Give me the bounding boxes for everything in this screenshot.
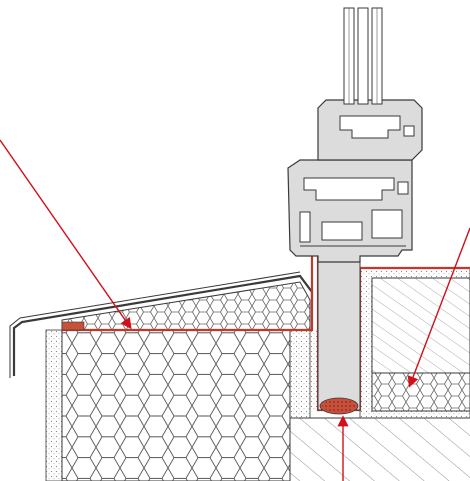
foam-backer-rod (319, 397, 359, 415)
masonry-block (289, 417, 470, 481)
insulation-dotted-right (359, 267, 470, 419)
arrow-to-membrane (0, 139, 132, 330)
insulation-right-lower (371, 372, 470, 412)
window-frame-profile (287, 99, 423, 263)
insulation-dotted-middle (289, 329, 318, 419)
annotation-arrows (0, 139, 470, 481)
sill-insulation-wedge (61, 281, 311, 331)
insulation-honeycomb-main (61, 329, 291, 481)
masonry-upper-block (371, 277, 470, 374)
arrow-to-right-insulation (407, 227, 470, 388)
frame-extension (317, 254, 361, 411)
glazing-unit (343, 7, 383, 105)
render-strip-left (45, 329, 63, 481)
